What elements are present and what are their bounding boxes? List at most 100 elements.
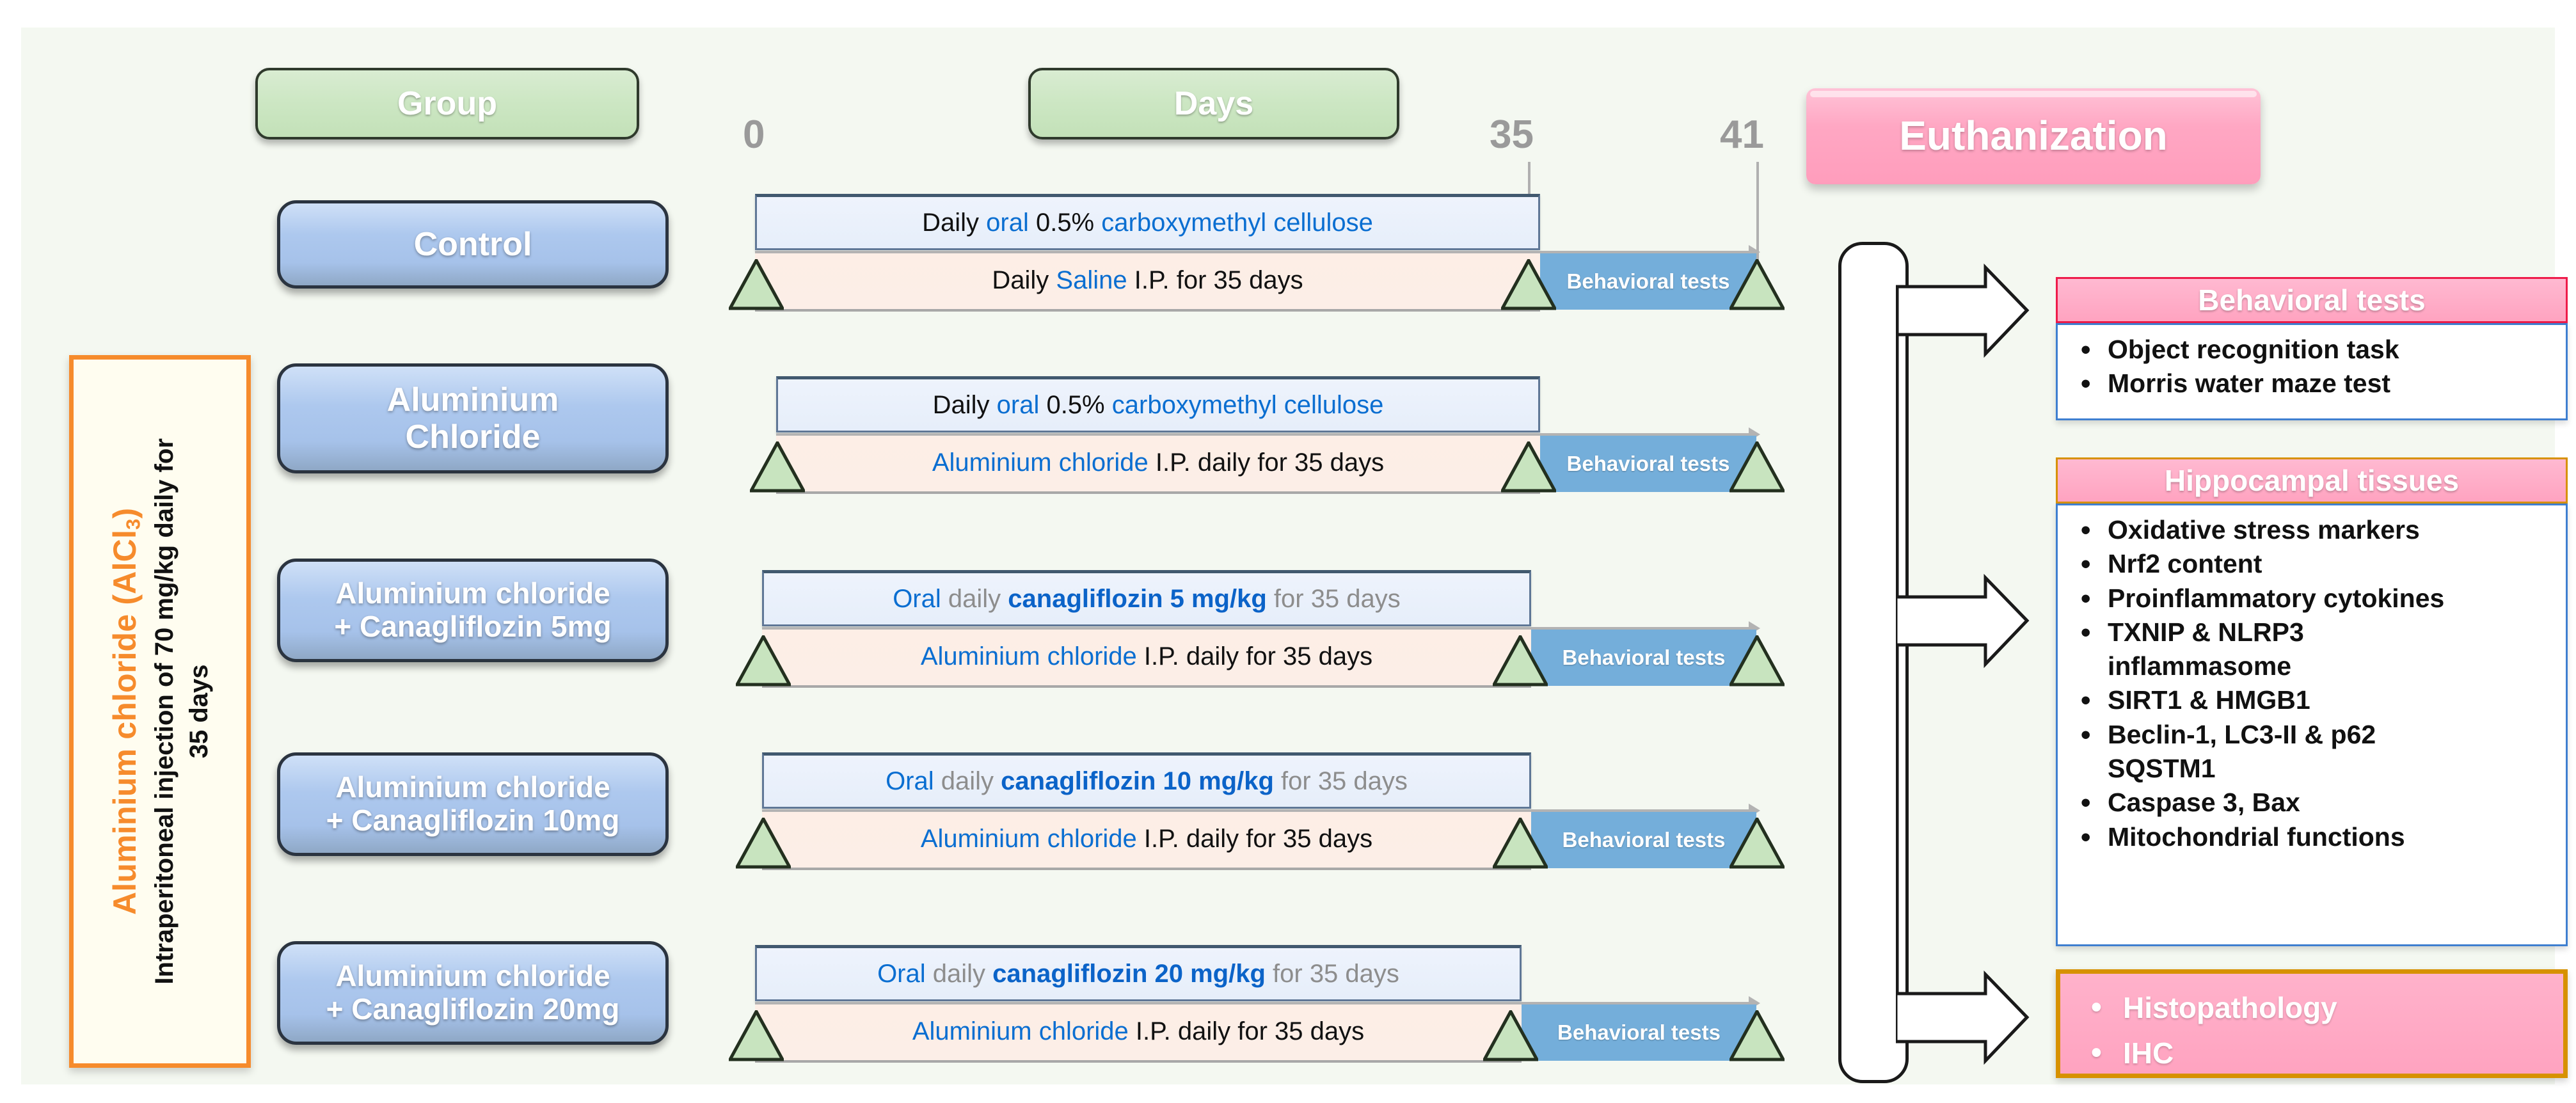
timeline-bar-bottom: Aluminium chloride I.P. daily for 35 day… [762, 628, 1531, 688]
timeline-bar-bottom: Aluminium chloride I.P. daily for 35 day… [755, 1003, 1522, 1063]
group-box-label: Aluminium chloride + Canagliflozin 20mg [326, 959, 620, 1026]
timeline-marker-day0 [729, 259, 784, 310]
bar-text: Daily oral 0.5% carboxymethyl cellulose [932, 390, 1384, 419]
outcome-panel-histopathology: Histopathology IHC [2056, 969, 2568, 1078]
days-header-chip: Days [1028, 68, 1399, 139]
list-item: TXNIP & NLRP3 [2074, 614, 2554, 651]
timeline-marker-day41 [1729, 441, 1785, 493]
bracket-arrows [1896, 263, 2030, 1065]
behavioral-tests-label: Behavioral tests [1562, 828, 1726, 852]
diagram-canvas: Group Days Euthanization Aluminium chlor… [21, 28, 2568, 1084]
behavioral-tests-chip[interactable]: Behavioral tests [1540, 253, 1756, 310]
alcl3-line3: 35 days [184, 664, 213, 759]
timeline-marker-day0 [736, 635, 791, 686]
timeline-arrow-line [755, 251, 1756, 253]
behavioral-tests-chip[interactable]: Behavioral tests [1540, 436, 1756, 492]
behavioral-tests-label: Behavioral tests [1566, 269, 1730, 293]
hippocampal-list: Oxidative stress markers Nrf2 content Pr… [2074, 512, 2554, 856]
group-box-aluminium-chloride[interactable]: Aluminium Chloride [277, 363, 669, 473]
behavioral-tests-chip[interactable]: Behavioral tests [1522, 1004, 1756, 1061]
bar-text: Oral daily canagliflozin 10 mg/kg for 35… [886, 766, 1408, 795]
timeline-marker-day35 [1483, 1010, 1538, 1061]
list-item: Object recognition task [2074, 331, 2554, 369]
tick-41 [1756, 162, 1759, 264]
histopathology-list: Histopathology IHC [2086, 984, 2563, 1077]
timeline-marker-day41 [1729, 259, 1785, 310]
timeline-bar-top: Oral daily canagliflozin 20 mg/kg for 35… [755, 945, 1522, 1001]
list-item: Oxidative stress markers [2074, 512, 2554, 549]
outcome-header-label: Behavioral tests [2198, 283, 2426, 317]
timeline-marker-day0 [750, 441, 805, 493]
bar-text: Aluminium chloride I.P. daily for 35 day… [920, 642, 1373, 671]
list-item: Histopathology [2086, 984, 2563, 1032]
bar-text: Aluminium chloride I.P. daily for 35 day… [932, 448, 1385, 477]
timeline-bar-top: Oral daily canagliflozin 10 mg/kg for 35… [762, 752, 1531, 809]
alcl3-side-panel: Aluminium chloride (AlCl3) Intraperitone… [69, 355, 251, 1068]
behavioral-tests-label: Behavioral tests [1562, 646, 1726, 669]
bar-text: Daily Saline I.P. for 35 days [992, 266, 1303, 294]
group-box-label: Aluminium chloride + Canagliflozin 10mg [326, 770, 620, 837]
list-item: Morris water maze test [2074, 365, 2554, 402]
timeline-bar-top: Oral daily canagliflozin 5 mg/kg for 35 … [762, 570, 1531, 626]
group-header-chip: Group [255, 68, 639, 139]
timeline-marker-day35 [1493, 818, 1548, 869]
bar-text: Aluminium chloride I.P. daily for 35 day… [920, 825, 1373, 853]
list-item: Proinflammatory cytokines [2074, 580, 2554, 617]
group-box-canagliflozin-20mg[interactable]: Aluminium chloride + Canagliflozin 20mg [277, 941, 669, 1045]
alcl3-line2: Intraperitoneal injection of 70 mg/kg da… [150, 438, 179, 985]
group-box-canagliflozin-5mg[interactable]: Aluminium chloride + Canagliflozin 5mg [277, 559, 669, 662]
alcl3-title: Aluminium chloride (AlCl3) [107, 507, 145, 916]
day-label-41: 41 [1720, 113, 1764, 157]
behavioral-tests-chip[interactable]: Behavioral tests [1531, 812, 1756, 868]
bar-text: Oral daily canagliflozin 5 mg/kg for 35 … [893, 584, 1401, 613]
list-item-continuation: inflammasome [2108, 651, 2292, 681]
timeline-arrow-line [755, 1002, 1756, 1004]
timeline-marker-day0 [729, 1010, 784, 1061]
list-item: Nrf2 content [2074, 546, 2554, 583]
list-item: Mitochondrial functions [2074, 819, 2554, 856]
list-item: Beclin-1, LC3-II & p62 [2074, 717, 2554, 754]
group-box-control[interactable]: Control [277, 200, 669, 289]
timeline-marker-day41 [1729, 635, 1785, 686]
timeline-arrow-line [762, 809, 1756, 812]
list-item: IHC [2086, 1029, 2563, 1077]
bar-text: Aluminium chloride I.P. daily for 35 day… [912, 1017, 1365, 1045]
list-item: Caspase 3, Bax [2074, 784, 2554, 821]
group-box-label: Aluminium Chloride [386, 381, 559, 456]
timeline-bar-top: Daily oral 0.5% carboxymethyl cellulose [755, 194, 1540, 250]
timeline-marker-day41 [1729, 818, 1785, 869]
timeline-marker-day41 [1729, 1010, 1785, 1061]
timeline-marker-day35 [1501, 259, 1556, 310]
timeline-bar-bottom: Daily Saline I.P. for 35 days [755, 252, 1540, 312]
day-label-0: 0 [743, 113, 765, 157]
behavioral-list: Object recognition task Morris water maz… [2074, 331, 2554, 402]
outcome-header-label: Hippocampal tissues [2164, 464, 2460, 497]
timeline-marker-day35 [1493, 635, 1548, 686]
timeline-bar-bottom: Aluminium chloride I.P. daily for 35 day… [776, 434, 1540, 494]
group-box-label: Aluminium chloride + Canagliflozin 5mg [334, 576, 612, 643]
euthanization-label: Euthanization [1899, 113, 2168, 159]
day-label-35: 35 [1490, 113, 1534, 157]
timeline-arrow-line [776, 433, 1756, 436]
alcl3-rotated-text: Aluminium chloride (AlCl3) Intraperitone… [104, 438, 216, 984]
list-item: SIRT1 & HMGB1 [2074, 682, 2554, 719]
timeline-marker-day0 [736, 818, 791, 869]
behavioral-tests-label: Behavioral tests [1557, 1020, 1721, 1044]
outcome-header-behavioral: Behavioral tests [2056, 277, 2568, 323]
euthanization-chip: Euthanization [1806, 88, 2261, 184]
behavioral-tests-label: Behavioral tests [1566, 452, 1730, 475]
group-box-label: Control [413, 225, 532, 263]
outcome-body-hippocampal: Oxidative stress markers Nrf2 content Pr… [2056, 504, 2568, 946]
timeline-arrow-line [762, 627, 1756, 630]
outcome-header-hippocampal: Hippocampal tissues [2056, 457, 2568, 504]
timeline-bar-bottom: Aluminium chloride I.P. daily for 35 day… [762, 811, 1531, 870]
list-item-continuation: SQSTM1 [2108, 754, 2216, 784]
bar-text: Oral daily canagliflozin 20 mg/kg for 35… [877, 959, 1399, 988]
bar-text: Daily oral 0.5% carboxymethyl cellulose [922, 208, 1373, 237]
timeline-bar-top: Daily oral 0.5% carboxymethyl cellulose [776, 376, 1540, 432]
timeline-marker-day35 [1501, 441, 1556, 493]
outcome-body-behavioral: Object recognition task Morris water maz… [2056, 323, 2568, 420]
behavioral-tests-chip[interactable]: Behavioral tests [1531, 630, 1756, 686]
group-header-label: Group [397, 84, 497, 122]
group-box-canagliflozin-10mg[interactable]: Aluminium chloride + Canagliflozin 10mg [277, 752, 669, 856]
